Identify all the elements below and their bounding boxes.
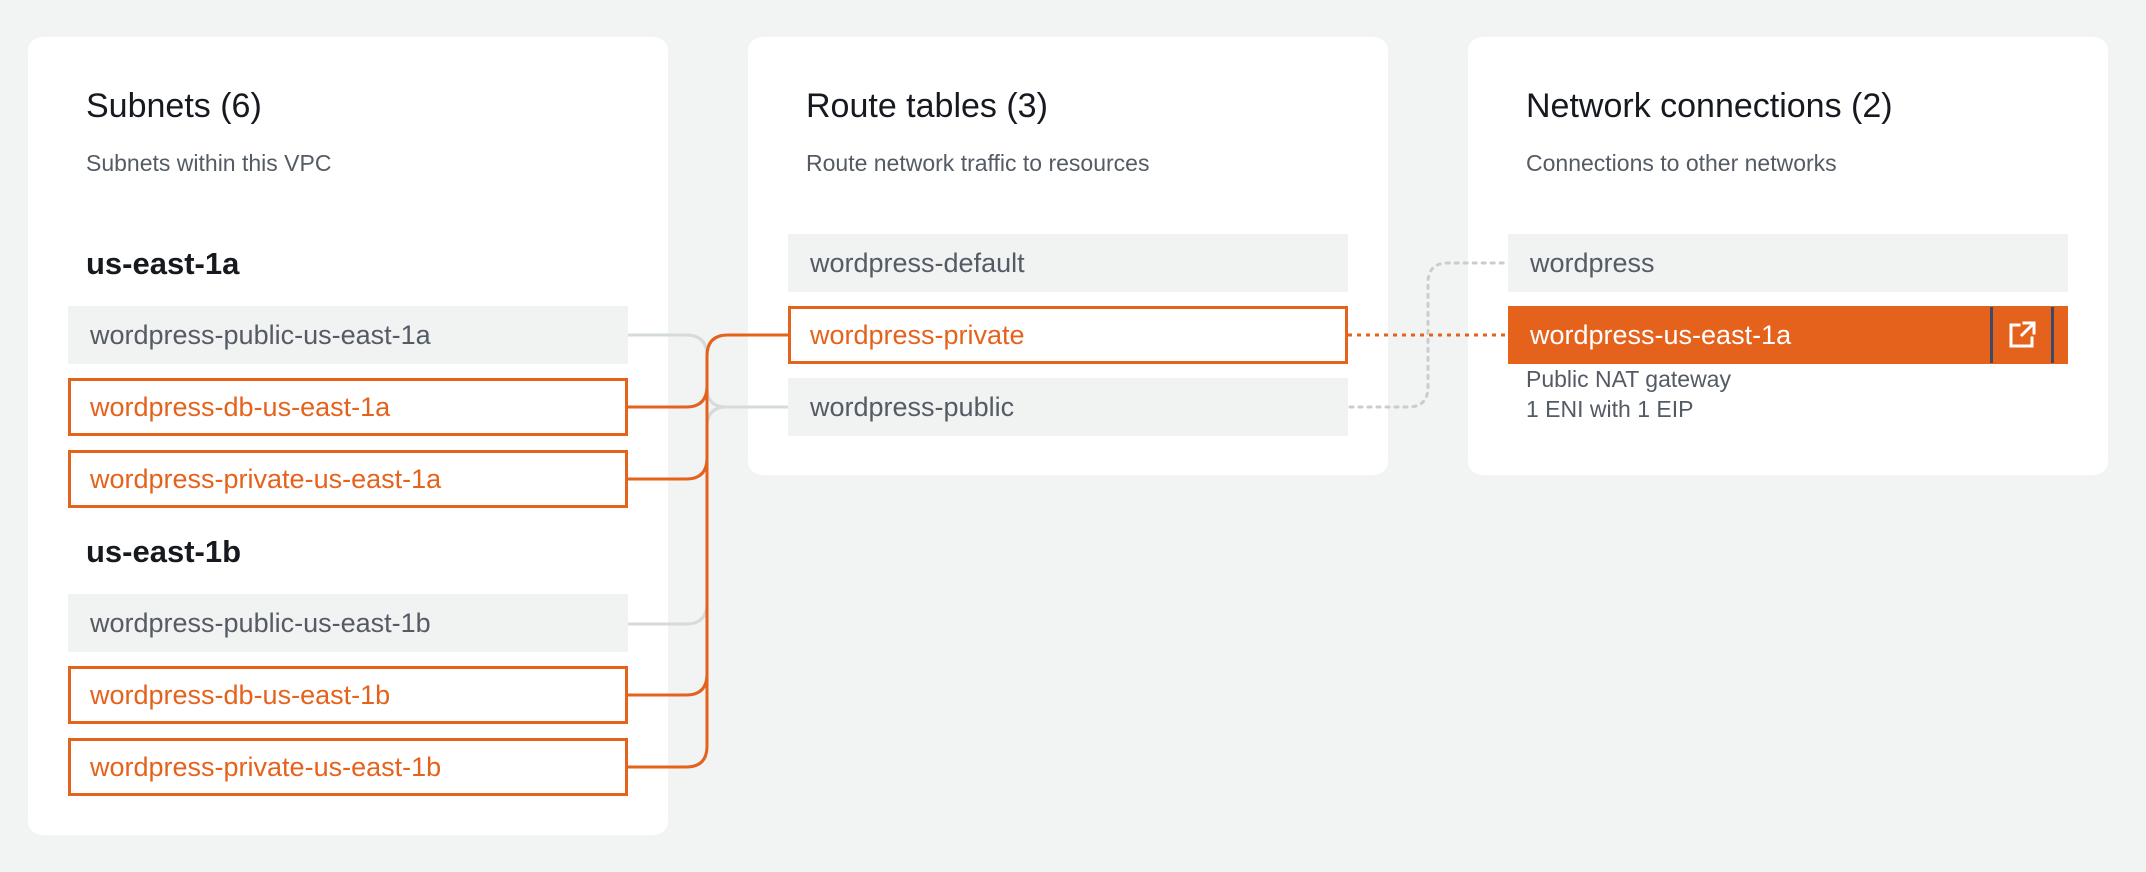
nat-gateway-type: Public NAT gateway [1526,366,1731,392]
route-table-wordpress-public[interactable]: wordpress-public [788,378,1348,436]
route-tables-title: Route tables (3) [806,87,1048,125]
subnets-title: Subnets (6) [86,87,262,125]
network-connections-title: Network connections (2) [1526,87,1893,125]
network-connection-wordpress[interactable]: wordpress [1508,234,2068,292]
subnet-wordpress-public-us-east-1a[interactable]: wordpress-public-us-east-1a [68,306,628,364]
subnet-wordpress-private-us-east-1a[interactable]: wordpress-private-us-east-1a [68,450,628,508]
subnets-subtitle: Subnets within this VPC [86,150,332,176]
route-table-wordpress-default[interactable]: wordpress-default [788,234,1348,292]
open-external-button[interactable] [1990,307,2054,363]
zone-heading-us-east-1b: us-east-1b [86,534,242,569]
route-tables-subtitle: Route network traffic to resources [806,150,1150,176]
nat-gateway-details: Public NAT gateway 1 ENI with 1 EIP [1526,364,1731,424]
nat-gateway-eni: 1 ENI with 1 EIP [1526,396,1694,422]
network-connection-wordpress-us-east-1a[interactable]: wordpress-us-east-1a [1508,306,2068,364]
subnet-wordpress-db-us-east-1b[interactable]: wordpress-db-us-east-1b [68,666,628,724]
route-table-wordpress-private[interactable]: wordpress-private [788,306,1348,364]
external-link-icon [2009,321,2036,348]
subnet-wordpress-db-us-east-1a[interactable]: wordpress-db-us-east-1a [68,378,628,436]
nat-gateway-label: wordpress-us-east-1a [1530,319,1792,350]
zone-heading-us-east-1a: us-east-1a [86,246,240,281]
subnet-wordpress-public-us-east-1b[interactable]: wordpress-public-us-east-1b [68,594,628,652]
subnet-wordpress-private-us-east-1b[interactable]: wordpress-private-us-east-1b [68,738,628,796]
network-connections-subtitle: Connections to other networks [1526,150,1837,176]
